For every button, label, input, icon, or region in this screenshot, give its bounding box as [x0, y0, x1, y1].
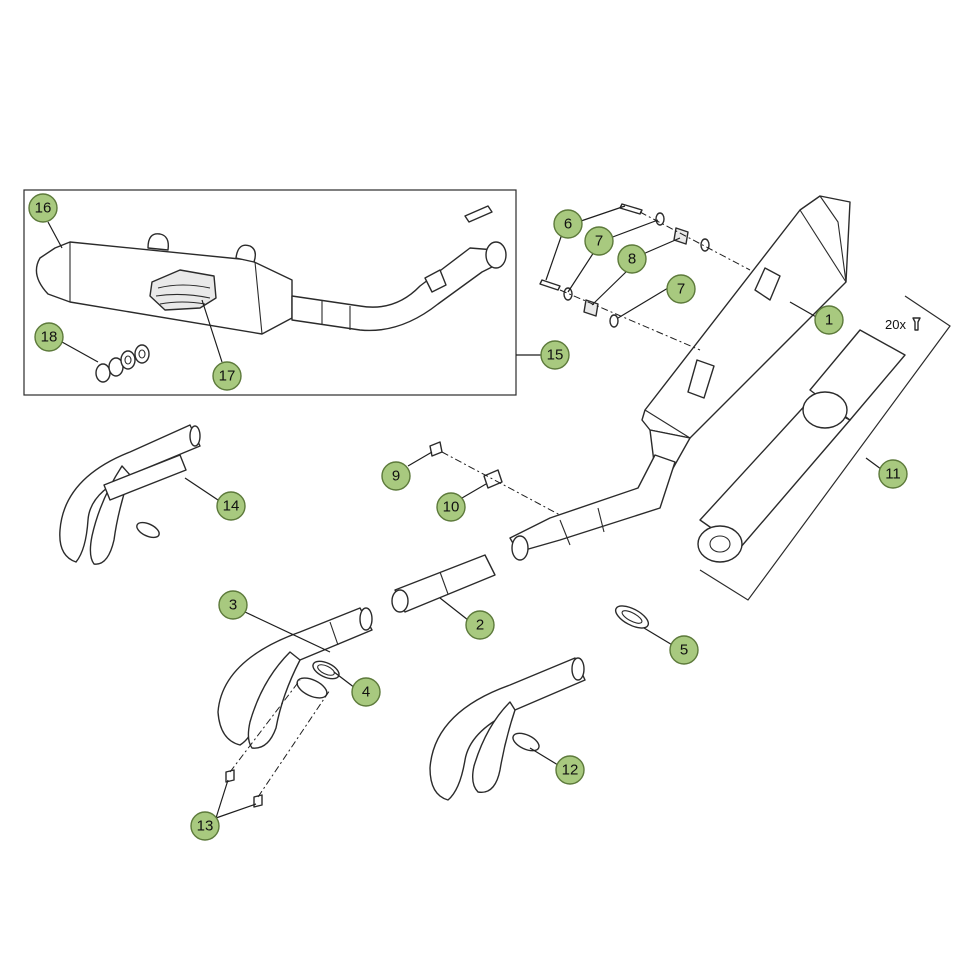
callout-13-label: 13	[197, 818, 214, 835]
callout-7-lower: 7	[666, 274, 696, 304]
callout-6: 6	[553, 209, 583, 239]
header-pipe-14	[59, 424, 201, 565]
callout-4: 4	[351, 677, 381, 707]
callout-13: 13	[190, 811, 220, 841]
callout-16-label: 16	[35, 200, 52, 217]
connector-sleeve-2	[391, 554, 496, 613]
header-pipe-12	[429, 657, 586, 801]
callout-18-label: 18	[41, 329, 58, 346]
rivet-count-label: 20x	[885, 317, 906, 332]
callout-9-label: 9	[392, 468, 400, 485]
callout-1-label: 1	[825, 312, 833, 329]
callout-2: 2	[465, 610, 495, 640]
leader-lines	[47, 205, 819, 819]
callout-7-upper: 7	[584, 226, 614, 256]
callout-12-label: 12	[562, 762, 579, 779]
callout-6-label: 6	[564, 216, 572, 233]
inset-washers-18	[95, 344, 150, 383]
callout-5: 5	[669, 635, 699, 665]
silencer-packing-11	[697, 295, 951, 601]
callout-18: 18	[34, 322, 64, 352]
callout-10: 10	[436, 492, 466, 522]
link-pipe	[509, 454, 676, 561]
inset-silencer-16	[35, 205, 507, 335]
callout-15-label: 15	[547, 347, 564, 364]
header-pipe-3	[217, 607, 373, 749]
callout-10-label: 10	[443, 499, 460, 516]
callout-17-label: 17	[219, 368, 236, 385]
callout-11-label: 11	[885, 466, 901, 483]
callout-9: 9	[381, 461, 411, 491]
callout-5-label: 5	[680, 642, 688, 659]
callout-3: 3	[218, 590, 248, 620]
rivets-13	[225, 679, 331, 808]
gasket-4	[296, 660, 340, 699]
callout-16: 16	[28, 193, 58, 223]
callout-15: 15	[540, 340, 570, 370]
callout-3-label: 3	[229, 597, 237, 614]
callout-14-label: 14	[223, 498, 240, 515]
callout-8: 8	[617, 244, 647, 274]
callout-11: 11	[878, 459, 908, 489]
callout-7-lower-label: 7	[677, 281, 685, 298]
callout-4-label: 4	[362, 684, 370, 701]
mounting-hardware	[539, 203, 751, 351]
callout-7-upper-label: 7	[595, 233, 603, 250]
inset-assembly-frame	[23, 189, 542, 396]
callout-17: 17	[212, 361, 242, 391]
gasket-5	[614, 605, 650, 629]
callout-12: 12	[555, 755, 585, 785]
callout-2-label: 2	[476, 617, 484, 634]
callout-8-label: 8	[628, 251, 636, 268]
bolt-9-clamp-10	[429, 441, 561, 516]
callout-14: 14	[216, 491, 246, 521]
rivet-note: 20x	[885, 317, 921, 332]
inset-packing-17	[149, 269, 217, 311]
callout-1: 1	[814, 305, 844, 335]
